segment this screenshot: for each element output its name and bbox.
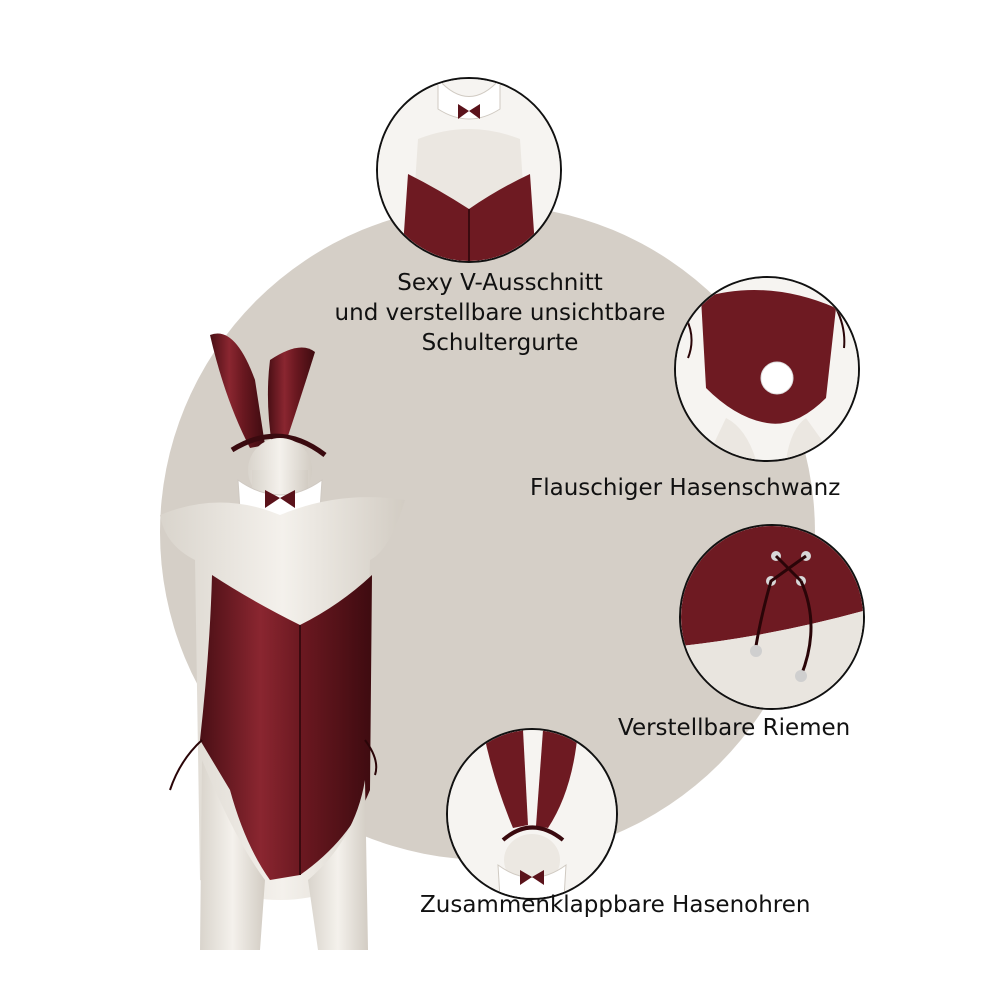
caption-neckline-line1: Sexy V-Ausschnitt <box>397 270 603 296</box>
caption-ears: Zusammenklappbare Hasenohren <box>420 892 811 918</box>
detail-ears-image <box>446 728 618 900</box>
caption-neckline: Sexy V-Ausschnitt und verstellbare unsic… <box>300 268 700 358</box>
caption-tail: Flauschiger Hasenschwanz <box>530 475 841 501</box>
main-product-image <box>140 320 430 960</box>
caption-neckline-line3: Schultergurte <box>421 330 579 356</box>
caption-neckline-line2: und verstellbare unsichtbare <box>334 300 666 326</box>
detail-neckline-image <box>376 77 562 263</box>
caption-straps: Verstellbare Riemen <box>618 715 851 741</box>
detail-tail-image <box>674 276 860 462</box>
detail-straps-image <box>679 524 865 710</box>
